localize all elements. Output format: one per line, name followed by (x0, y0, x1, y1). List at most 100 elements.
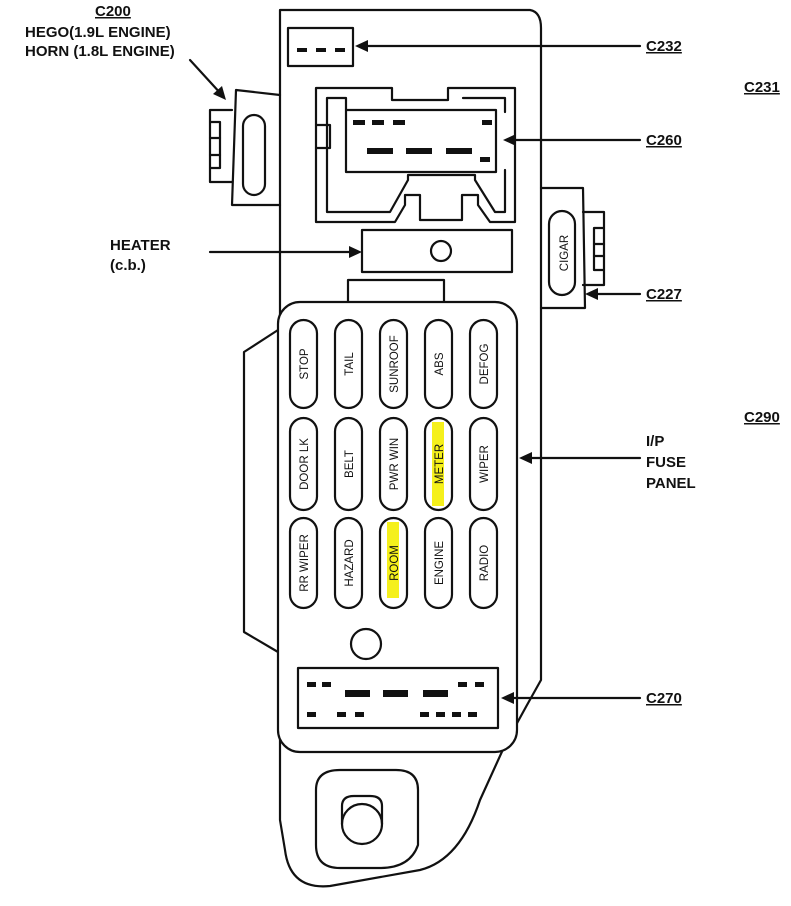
fuse-label: WIPER (479, 445, 491, 483)
fuse-label: SUNROOF (389, 335, 401, 393)
highlight-room (387, 522, 399, 598)
fuse-row-1: STOP TAIL SUNROOF ABS DEFOG (288, 318, 499, 410)
label-heater: HEATER (110, 237, 171, 254)
fuse-label: ABS (434, 352, 446, 375)
fuse-engine (423, 516, 454, 610)
cigar-connector-slot (547, 209, 577, 297)
fuse-sunroof (378, 318, 409, 410)
pin (406, 148, 432, 154)
socket-c260-inner (325, 96, 507, 214)
arrow-head-c227 (585, 288, 598, 300)
arrow-head-c270 (501, 692, 514, 704)
pin (458, 682, 467, 687)
pin (393, 120, 405, 125)
pin (316, 48, 326, 52)
pin (452, 712, 461, 717)
mounting-hole (340, 802, 384, 846)
label-c200: C200 (95, 3, 131, 20)
left-connector-tabs (208, 108, 234, 184)
fuse-label: RR WIPER (299, 534, 311, 592)
cigar-connector-tabs (581, 210, 606, 287)
connector-c232 (286, 26, 355, 68)
pin (420, 712, 429, 717)
mounting-hole-slot (340, 794, 384, 826)
fuse-abs (423, 318, 454, 410)
connector-c270 (296, 666, 500, 730)
fuse-door-lk (288, 416, 319, 512)
arrow-line-c200 (188, 58, 224, 97)
relay-c260 (344, 108, 498, 174)
pin (345, 690, 370, 697)
fuse-stop (288, 318, 319, 410)
pin (436, 712, 445, 717)
fuse-hazard (333, 516, 364, 610)
fuse-wiper (468, 416, 499, 512)
fuse-label: METER (434, 444, 446, 484)
mounting-bracket (314, 768, 420, 870)
cigar-connector-body (539, 186, 587, 310)
fuse-tail (333, 318, 364, 410)
pin (335, 48, 345, 52)
label-horn: HORN (1.8L ENGINE) (25, 43, 175, 60)
label-c232: C232 (646, 38, 682, 55)
pin (480, 157, 490, 162)
label-fuse: FUSE (646, 454, 686, 471)
fuse-label: HAZARD (344, 539, 356, 586)
label-c227: C227 (646, 286, 682, 303)
pin (446, 148, 472, 154)
fuse-label: RADIO (479, 545, 491, 581)
fuse-block-left-rail (242, 328, 280, 654)
fuse-defog (468, 318, 499, 410)
panel-outline (278, 8, 543, 888)
label-c270: C270 (646, 690, 682, 707)
socket-c260-left-notch (314, 123, 332, 150)
fuse-label: PWR WIN (389, 438, 401, 490)
highlight-meter (432, 422, 444, 506)
label-hego: HEGO(1.9L ENGINE) (25, 24, 171, 41)
pin (468, 712, 477, 717)
pin (337, 712, 346, 717)
fuse-belt (333, 416, 364, 512)
fuse-radio (468, 516, 499, 610)
fuse-label: TAIL (344, 352, 356, 376)
label-ip: I/P (646, 433, 664, 450)
pin (423, 690, 448, 697)
fuse-pwr-win (378, 416, 409, 512)
arrow-head-c232 (355, 40, 368, 52)
fuse-label: BELT (344, 450, 356, 478)
fuse-rr-wiper (288, 516, 319, 610)
left-connector-body (230, 88, 282, 207)
pin (353, 120, 365, 125)
arrow-head-c200 (213, 86, 226, 100)
fuse-label: ENGINE (434, 541, 446, 585)
arrow-head-fuse-panel (519, 452, 532, 464)
pin (297, 48, 307, 52)
arrow-head-c260 (503, 134, 516, 146)
fuse-row-2: DOOR LK BELT PWR WIN WIPER METER (288, 416, 499, 512)
pin (372, 120, 384, 125)
pin (307, 712, 316, 717)
fuse-label: ROOM (389, 545, 401, 581)
label-heater-cb: (c.b.) (110, 257, 146, 274)
heater-cb-hole (429, 239, 453, 263)
fuse-label: STOP (299, 348, 311, 379)
fuse-row-3: RR WIPER HAZARD ENGINE RADIO ROOM (288, 516, 499, 610)
fuse-label: DEFOG (479, 344, 491, 385)
label-c260: C260 (646, 132, 682, 149)
socket-c260-outer (314, 86, 517, 224)
pin (322, 682, 331, 687)
pin (383, 690, 408, 697)
pin (482, 120, 492, 125)
pin (475, 682, 484, 687)
fuse-label: DOOR LK (299, 438, 311, 490)
label-panel: PANEL (646, 475, 696, 492)
pin (367, 148, 393, 154)
pin (355, 712, 364, 717)
label-c290: C290 (744, 409, 780, 426)
label-cigar: CIGAR (559, 235, 571, 271)
left-connector-slot (241, 113, 267, 197)
label-c231: C231 (744, 79, 780, 96)
arrow-head-heater (349, 246, 362, 258)
